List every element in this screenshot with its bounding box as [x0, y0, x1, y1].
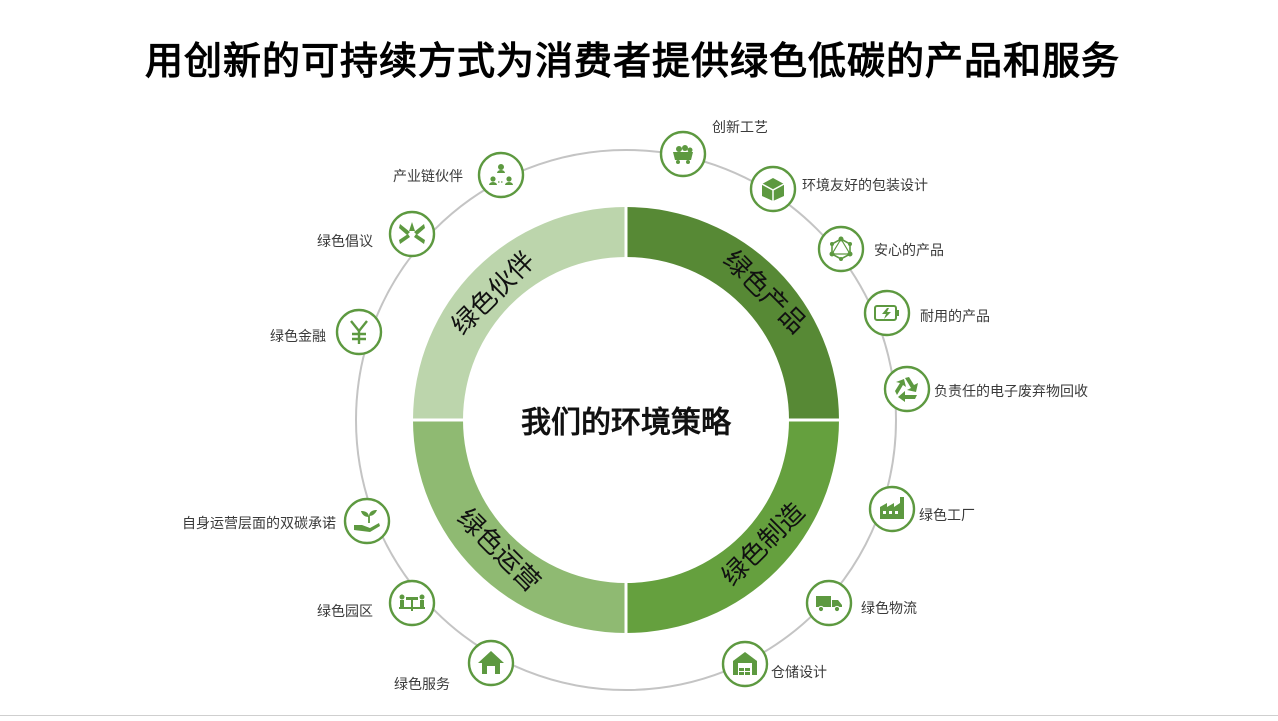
node-delivery-truck[interactable]	[805, 579, 853, 627]
node-factory[interactable]	[868, 485, 916, 533]
segment-green-product[interactable]	[626, 207, 839, 420]
node-label-green-service: 绿色服务	[394, 677, 450, 693]
node-warehouse[interactable]	[721, 640, 769, 688]
node-house[interactable]	[467, 639, 515, 687]
node-hexagon-network[interactable]	[817, 225, 865, 273]
node-recycle[interactable]	[883, 365, 931, 413]
node-circle	[343, 497, 391, 545]
node-label-innovative-process: 创新工艺	[712, 120, 768, 136]
node-circle	[388, 210, 436, 258]
recycle-icon	[895, 377, 918, 402]
node-circle	[883, 365, 931, 413]
battery-charging-icon	[874, 305, 899, 321]
package-box-icon	[761, 178, 785, 201]
node-label-green-factory: 绿色工厂	[919, 508, 975, 524]
node-people-network[interactable]	[477, 151, 525, 199]
node-hand-sprout[interactable]	[343, 497, 391, 545]
node-battery-charging[interactable]	[863, 289, 911, 337]
center-label: 我们的环境策略	[521, 406, 732, 441]
node-label-safe-product: 安心的产品	[874, 243, 944, 259]
node-label-eco-packaging: 环境友好的包装设计	[802, 178, 928, 194]
mining-cart-icon	[673, 145, 693, 164]
node-label-green-logistics: 绿色物流	[861, 601, 917, 617]
segment-green-manufacturing[interactable]	[626, 420, 839, 633]
delivery-truck-icon	[816, 596, 842, 613]
hands-together-icon	[399, 222, 425, 244]
node-label-warehouse-design: 仓储设计	[771, 665, 827, 681]
bottom-divider	[0, 715, 1278, 716]
outer-ring	[355, 149, 897, 691]
segment-green-partner[interactable]	[413, 207, 626, 420]
people-network-icon	[489, 164, 513, 185]
node-park-people[interactable]	[388, 579, 436, 627]
node-package-box[interactable]	[749, 165, 797, 213]
node-label-carbon-commitment: 自身运营层面的双碳承诺	[182, 516, 336, 532]
node-label-green-park: 绿色园区	[317, 604, 373, 620]
factory-icon	[880, 497, 904, 519]
node-circle	[817, 225, 865, 273]
node-label-ewaste-recycling: 负责任的电子废弃物回收	[934, 384, 1088, 400]
node-label-durable-product: 耐用的产品	[920, 309, 990, 325]
node-circle	[477, 151, 525, 199]
node-hands-together[interactable]	[388, 210, 436, 258]
park-people-icon	[399, 594, 425, 611]
node-yuan[interactable]	[335, 308, 383, 356]
hexagon-network-icon	[829, 236, 853, 261]
hand-sprout-icon	[354, 510, 380, 532]
warehouse-icon	[733, 652, 757, 675]
segment-green-operation[interactable]	[413, 420, 626, 633]
node-label-supply-chain-partner: 产业链伙伴	[393, 169, 463, 185]
node-label-green-finance: 绿色金融	[270, 329, 326, 345]
house-icon	[478, 651, 504, 674]
page-title: 用创新的可持续方式为消费者提供绿色低碳的产品和服务	[144, 39, 1120, 83]
yuan-icon	[350, 320, 368, 344]
node-mining-cart[interactable]	[659, 130, 707, 178]
node-label-green-initiative: 绿色倡议	[317, 234, 373, 250]
